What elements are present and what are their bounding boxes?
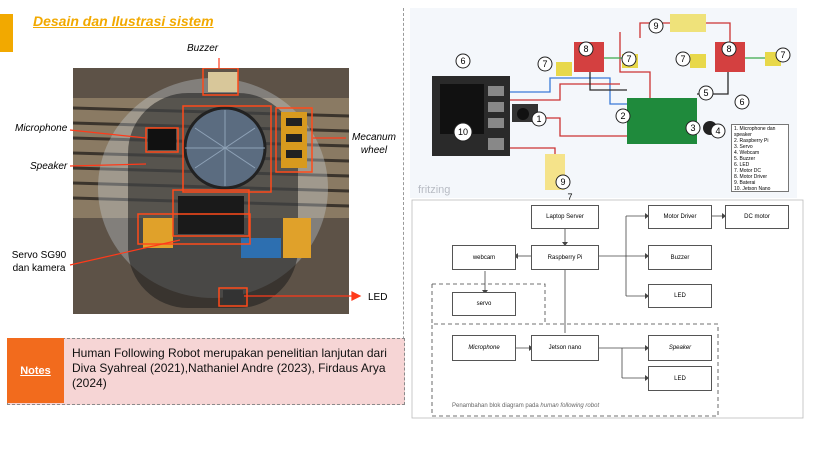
block-diagram-lines [411,199,804,419]
notes-panel [7,338,405,405]
legend-item: 7. Motor DC [734,168,761,174]
caption-italic: human following robot [540,403,600,409]
block-led-1: LED [648,284,712,308]
callout-number: 2 [620,111,625,121]
accent-bar [0,14,13,52]
block-servo: servo [452,292,516,316]
callout-number: 8 [726,44,731,54]
robot-photo-illustration [73,68,349,314]
callout-number: 9 [560,177,565,187]
label-led: LED [368,292,388,303]
block-speaker: Speaker [648,335,712,361]
callout-number: 7 [542,59,547,69]
section-divider [403,8,404,404]
callout-number: 7 [626,54,631,64]
block-raspberry-pi: Raspberry Pi [531,245,599,270]
callout-number: 1 [536,114,541,124]
notes-tag: Notes [7,338,64,403]
fritzing-callouts: 1 2 3 4 5 6 6 7 7 7 7 7 8 8 9 9 10 [453,18,791,200]
label-buzzer: Buzzer [187,43,219,54]
block-dc-motor: DC motor [725,205,789,229]
label-speaker: Speaker [30,161,68,172]
block-buzzer: Buzzer [648,245,712,270]
callout-number: 7 [780,50,785,60]
annotation-arrows [69,58,362,301]
legend-item: 2. Raspberry Pi [734,138,769,144]
block-led-2: LED [648,366,712,391]
block-diagram-caption: Penambahan blok diagram pada human follo… [452,403,599,409]
legend-item: 9. Baterai [734,180,756,186]
callout-number: 6 [739,97,744,107]
callout-number: 6 [460,56,465,66]
block-webcam: webcam [452,245,516,270]
callout-number: 3 [690,123,695,133]
block-jetson-nano: Jetson nano [531,335,599,361]
callout-number: 9 [653,21,658,31]
callout-number: 8 [583,44,588,54]
legend-item: 3. Servo [734,144,753,150]
block-motor-driver: Motor Driver [648,205,712,229]
legend-item: 10. Jetson Nano [734,186,771,192]
legend-item: 6. LED [734,162,750,168]
callout-number: 5 [703,88,708,98]
callout-number: 7 [567,192,572,200]
fritzing-watermark: fritzing [418,184,451,196]
label-microphone: Microphone [15,123,68,134]
legend-item: 8. Motor Driver [734,174,768,180]
label-servo-camera: Servo SG90 dan kamera [11,250,67,274]
label-mecanum-wheel: Mecanum wheel [352,132,396,156]
legend-item: 1. Microphone dan speaker [734,126,776,138]
robot-photo [73,68,349,314]
slide-title: Desain dan Ilustrasi sistem [33,13,214,29]
callout-number: 10 [458,127,468,137]
legend-item: 5. Buzzer [734,156,756,162]
block-laptop-server: Laptop Server [531,205,599,229]
fritzing-legend: 1. Microphone dan speaker 2. Raspberry P… [731,124,789,192]
callout-number: 7 [680,54,685,64]
block-microphone: Microphone [452,335,516,361]
caption-prefix: Penambahan blok diagram pada [452,403,539,409]
callout-number: 4 [715,126,720,136]
notes-text: Human Following Robot merupakan peneliti… [72,346,387,390]
legend-item: 4. Webcam [734,150,760,156]
